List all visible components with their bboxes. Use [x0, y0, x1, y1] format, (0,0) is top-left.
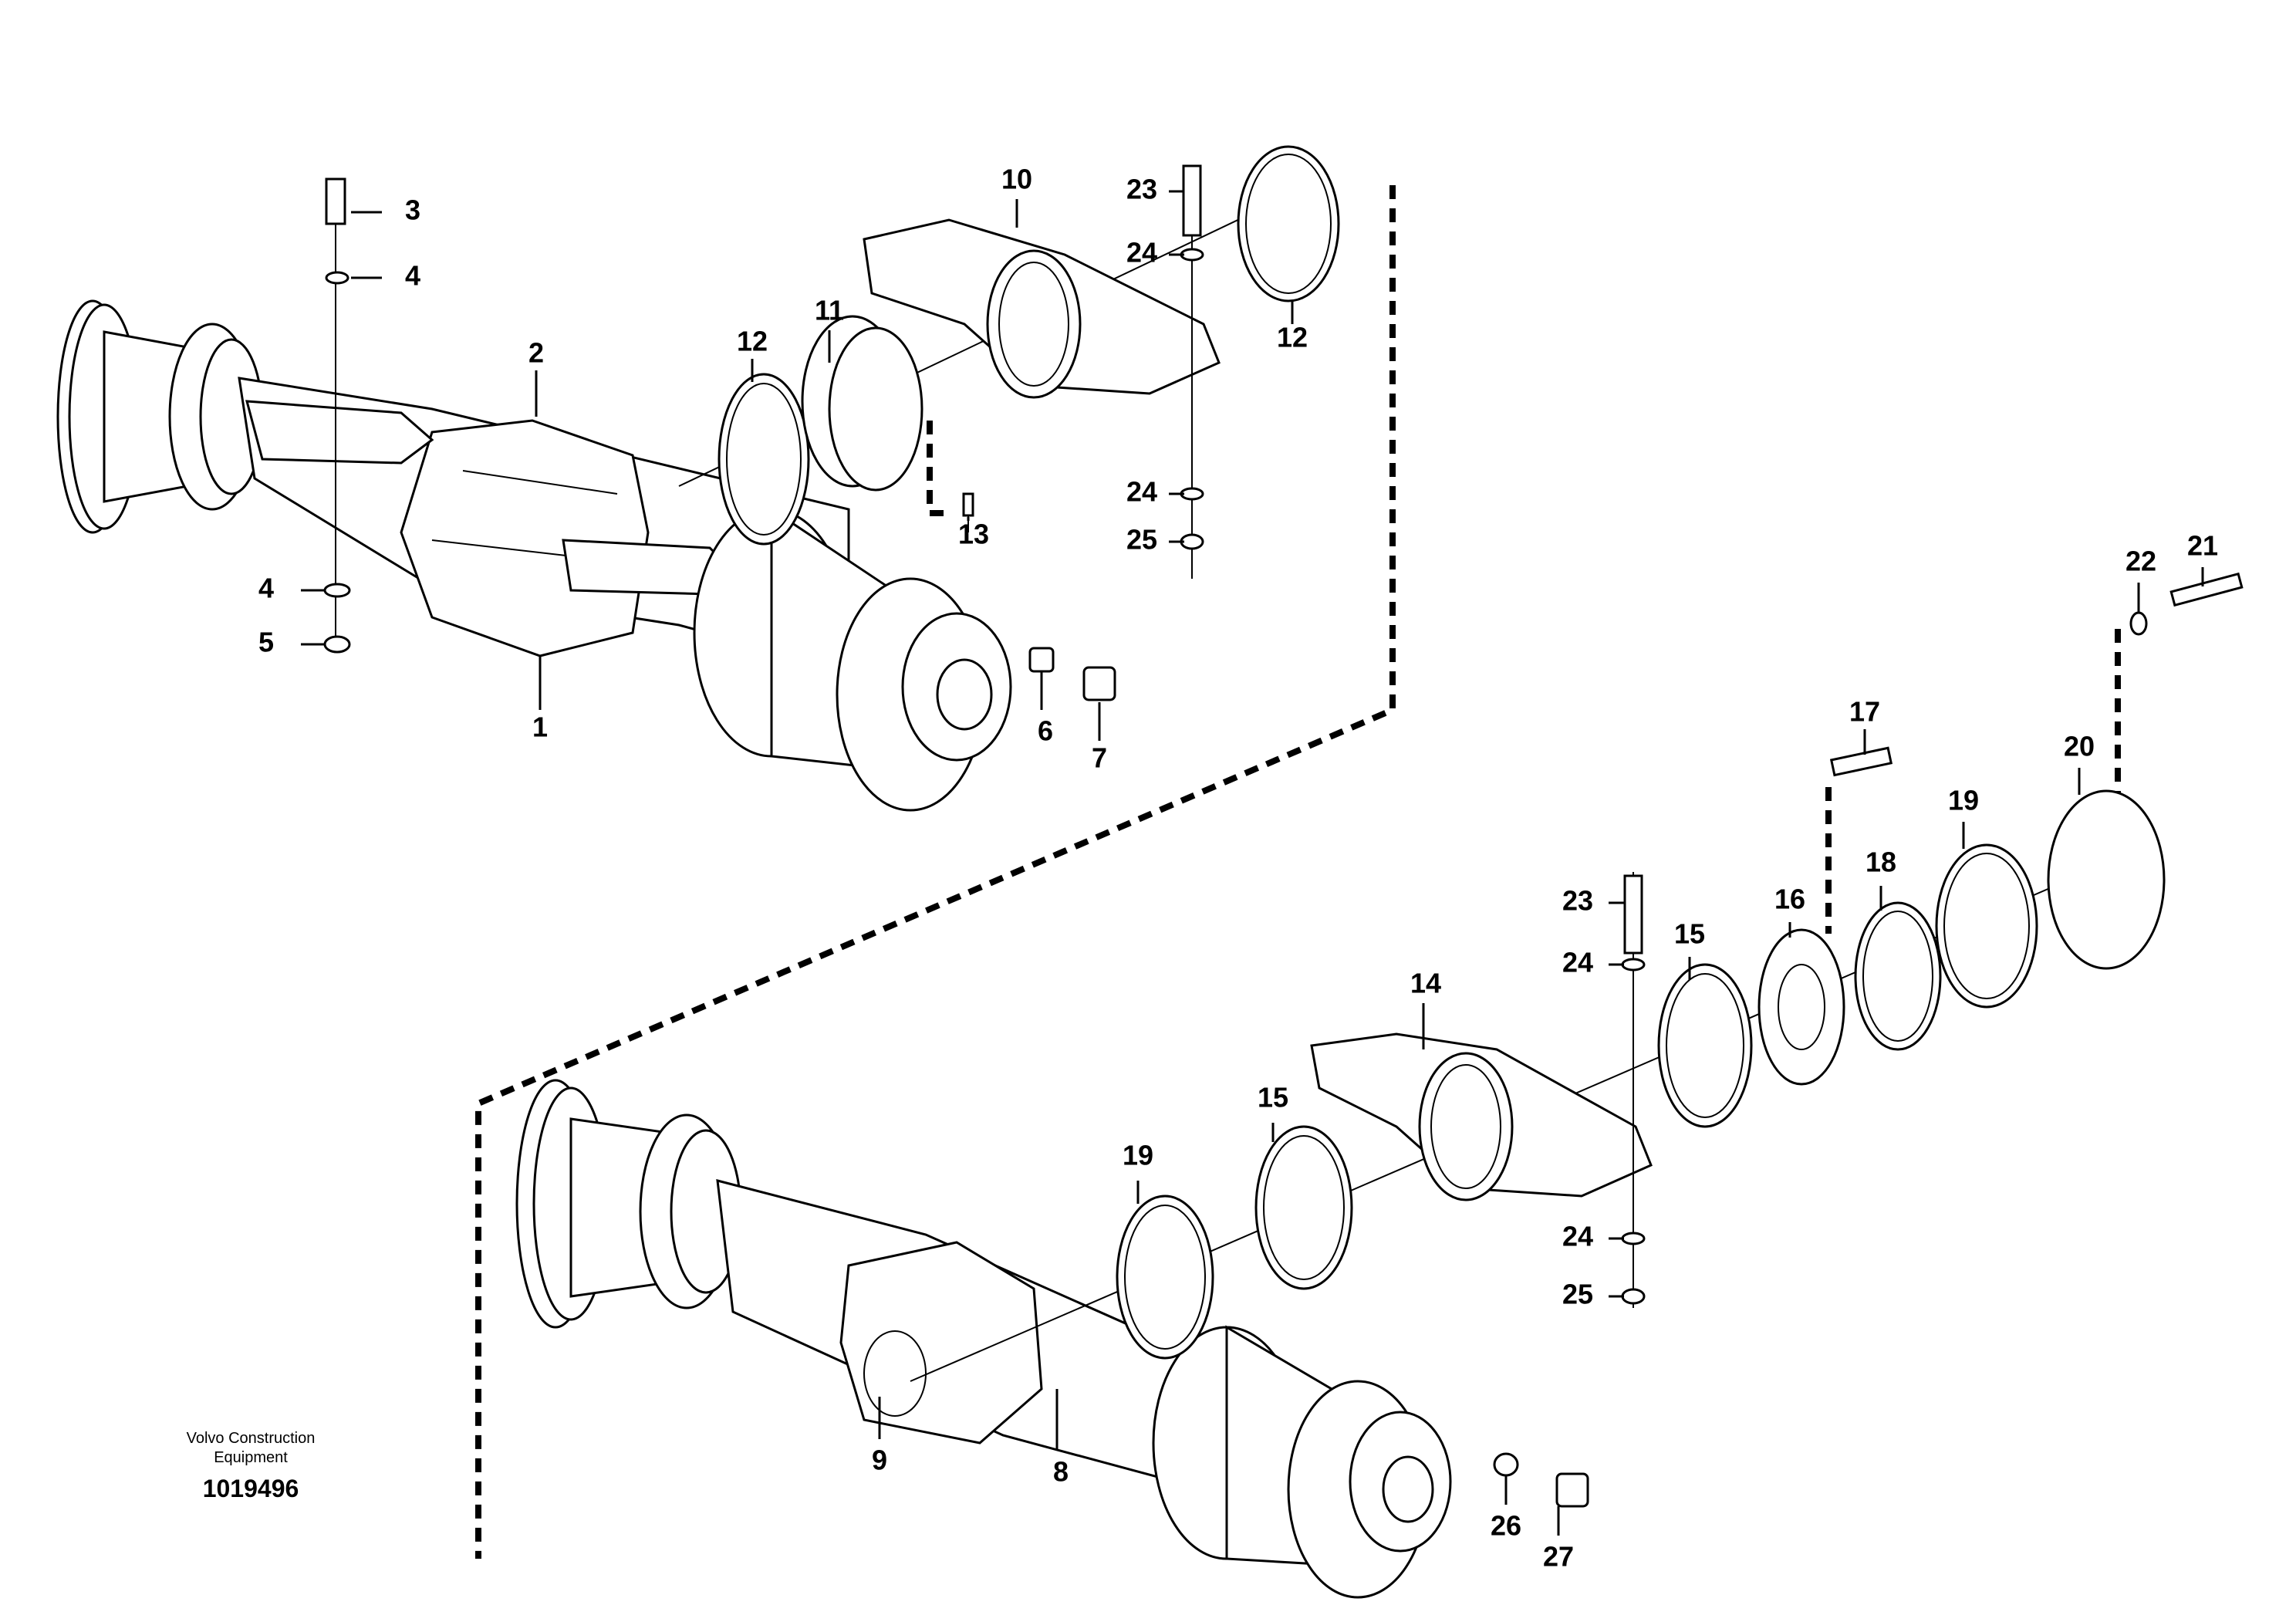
callout-24-upper-a: 24 — [1126, 237, 1157, 269]
callout-3: 3 — [405, 194, 420, 226]
seal-ring-12-right — [1237, 145, 1340, 302]
callout-16: 16 — [1774, 884, 1805, 915]
callout-6: 6 — [1038, 715, 1053, 747]
nut-6 — [1028, 647, 1055, 673]
upper-right-hub — [693, 507, 1012, 812]
lower-left-hub — [515, 1079, 742, 1329]
callout-24-upper-b: 24 — [1126, 476, 1157, 508]
callout-24-lower-a: 24 — [1562, 947, 1593, 978]
callout-20: 20 — [2064, 731, 2095, 762]
callout-14: 14 — [1410, 968, 1441, 999]
callout-15-left: 15 — [1258, 1082, 1288, 1113]
pin-13 — [962, 492, 974, 517]
lower-assembly-boundary — [1825, 629, 2121, 934]
washer-24-lower-a — [1621, 958, 1646, 972]
bolt-3 — [325, 177, 346, 225]
callout-10: 10 — [1001, 164, 1032, 195]
cover-20 — [2047, 789, 2166, 970]
washer-4-bottom — [323, 583, 351, 598]
callout-11: 11 — [815, 295, 844, 326]
washer-24-upper-a — [1180, 248, 1204, 262]
ring-18 — [1854, 901, 1942, 1051]
callout-12-left: 12 — [737, 326, 768, 357]
callout-2: 2 — [528, 337, 544, 369]
lower-axle-assembly — [515, 1079, 1589, 1599]
nut-25-upper — [1180, 533, 1204, 550]
retainer-16 — [1757, 928, 1845, 1086]
callout-18: 18 — [1866, 846, 1896, 878]
callout-13: 13 — [958, 519, 989, 550]
upper-spring-pad-left — [245, 400, 434, 465]
callout-4-top: 4 — [405, 260, 420, 292]
callout-1: 1 — [532, 711, 548, 743]
nut-26 — [1493, 1452, 1519, 1477]
callout-12-right: 12 — [1277, 322, 1308, 353]
upper-assembly-boundary — [475, 185, 1396, 1559]
bolt-23-lower — [1623, 874, 1643, 955]
callout-9: 9 — [872, 1445, 887, 1476]
publisher-line-2: Equipment — [214, 1449, 288, 1466]
callout-24-lower-b: 24 — [1562, 1221, 1593, 1252]
bolt-21 — [2169, 572, 2244, 607]
bolt-17 — [1829, 746, 1893, 777]
bracket-10 — [863, 218, 1221, 399]
seal-ring-19-right — [1935, 843, 2038, 1009]
bolt-23-top — [1182, 164, 1202, 237]
bushing-15-right — [1657, 963, 1753, 1128]
callout-19-left: 19 — [1123, 1140, 1153, 1171]
nut-5 — [323, 635, 351, 654]
callout-7: 7 — [1092, 742, 1107, 774]
upper-left-hub — [56, 299, 264, 534]
lower-right-hub — [1152, 1325, 1452, 1599]
upper-axle-assembly — [56, 177, 1116, 812]
nut-27 — [1555, 1472, 1589, 1508]
washer-22 — [2129, 611, 2148, 636]
callout-19-right: 19 — [1948, 785, 1979, 816]
callout-labels: 1 2 3 4 4 5 6 7 8 9 10 11 12 12 13 14 15… — [258, 164, 2218, 1573]
callout-5: 5 — [258, 627, 274, 658]
bushing-15-left — [1254, 1125, 1353, 1290]
bracket-14 — [1310, 1032, 1653, 1201]
callout-8: 8 — [1053, 1456, 1069, 1488]
lower-differential-housing — [839, 1241, 1043, 1445]
callout-17: 17 — [1849, 696, 1880, 728]
callout-21: 21 — [2187, 530, 2218, 562]
upper-differential-housing — [400, 419, 650, 657]
washer-24-upper-b — [1180, 487, 1204, 501]
seal-ring-12-left — [718, 373, 810, 546]
callout-15-right: 15 — [1674, 918, 1705, 950]
callout-27: 27 — [1543, 1541, 1574, 1573]
callout-26: 26 — [1491, 1510, 1521, 1542]
callout-23-top: 23 — [1126, 174, 1157, 205]
callout-leaders — [301, 190, 2204, 1536]
callout-22: 22 — [2125, 546, 2156, 577]
document-number: 1019496 — [203, 1475, 299, 1502]
callout-4-bottom: 4 — [258, 573, 274, 604]
seal-ring-19-left — [1116, 1195, 1214, 1360]
bushing-11 — [801, 315, 923, 492]
washer-24-lower-b — [1621, 1232, 1646, 1245]
nut-7 — [1082, 666, 1116, 701]
washer-4-top — [325, 271, 349, 285]
callout-25-lower: 25 — [1562, 1279, 1593, 1310]
callout-23-lower: 23 — [1562, 885, 1593, 917]
callout-25-upper: 25 — [1126, 524, 1157, 556]
nut-25-lower — [1621, 1288, 1646, 1305]
publisher-line-1: Volvo Construction — [187, 1430, 316, 1447]
